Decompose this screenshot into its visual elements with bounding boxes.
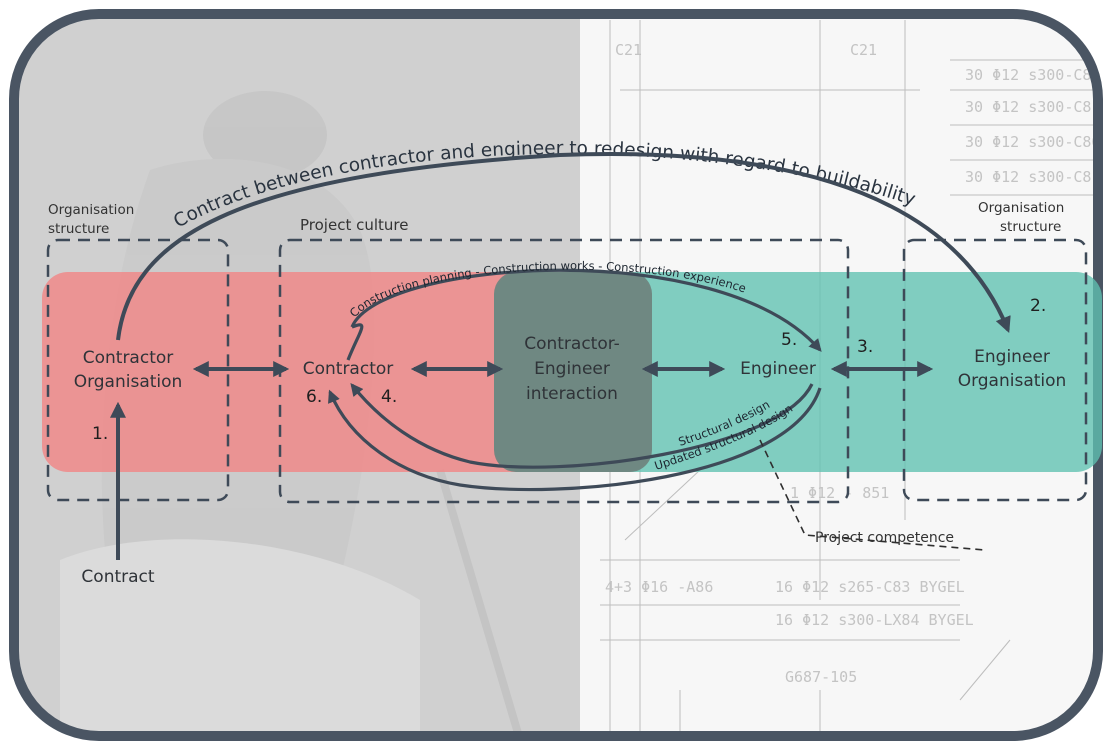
step-number-1: 1. [92, 424, 108, 444]
interaction-node-line1: Contractor- [524, 334, 620, 354]
step-number-3: 3. [857, 337, 873, 357]
step-number-6: 6. [306, 387, 322, 407]
updated-design-arrow [328, 387, 822, 492]
right-organisation-label-line2: structure [1000, 219, 1061, 235]
right-organisation-label-line1: Organisation [978, 200, 1064, 216]
structural-design-arrow [350, 383, 814, 469]
drawing-label: 16 Φ12 s300-LX84 BYGEL [775, 611, 974, 629]
project-culture-label: Project culture [300, 216, 408, 234]
drawing-label: 30 Φ12 s300-C80 [965, 66, 1100, 84]
drawing-label: 30 Φ12 s300-C81 [965, 98, 1100, 116]
contract-node: Contract [81, 567, 154, 587]
left-organisation-box [46, 238, 230, 502]
project-competence-label: Project competence [815, 530, 954, 546]
contractor-organisation-node-line2: Organisation [74, 372, 183, 392]
step-number-4: 4. [381, 387, 397, 407]
loop-start [346, 323, 364, 361]
construction-planning-arrow [350, 268, 822, 352]
drawing-label: 16 Φ12 s265-C83 BYGEL [775, 578, 965, 596]
left-organisation-label-line1: Organisation [48, 202, 134, 218]
left-organisation-label-line2: structure [48, 221, 109, 237]
drawing-label: 1 Φ12 - 851 [790, 484, 889, 502]
step-number-5: 5. [781, 330, 797, 350]
drawing-label: 30 Φ12 s300-C81 [965, 168, 1100, 186]
drawing-label: 4+3 Φ16 -A86 [605, 578, 713, 596]
interaction-node-line2: Engineer [534, 359, 610, 379]
drawing-label: 30 Φ12 s300-C80 [965, 133, 1100, 151]
drawing-label: G687-105 [785, 668, 857, 686]
contract-arrow-to-engineer-org [116, 152, 1011, 341]
engineer-organisation-node-line2: Organisation [958, 371, 1067, 391]
engineer-organisation-node-line1: Engineer [974, 347, 1050, 367]
interaction-node-line3: interaction [526, 384, 618, 404]
bands [42, 272, 1102, 472]
contractor-node: Contractor [303, 359, 394, 379]
drawing-label: C21 [615, 41, 642, 59]
contractor-organisation-node-line1: Contractor [83, 348, 174, 368]
engineer-node: Engineer [740, 359, 816, 379]
overlap-band [494, 272, 652, 472]
step-number-2: 2. [1030, 296, 1046, 316]
drawing-label: C21 [850, 41, 877, 59]
